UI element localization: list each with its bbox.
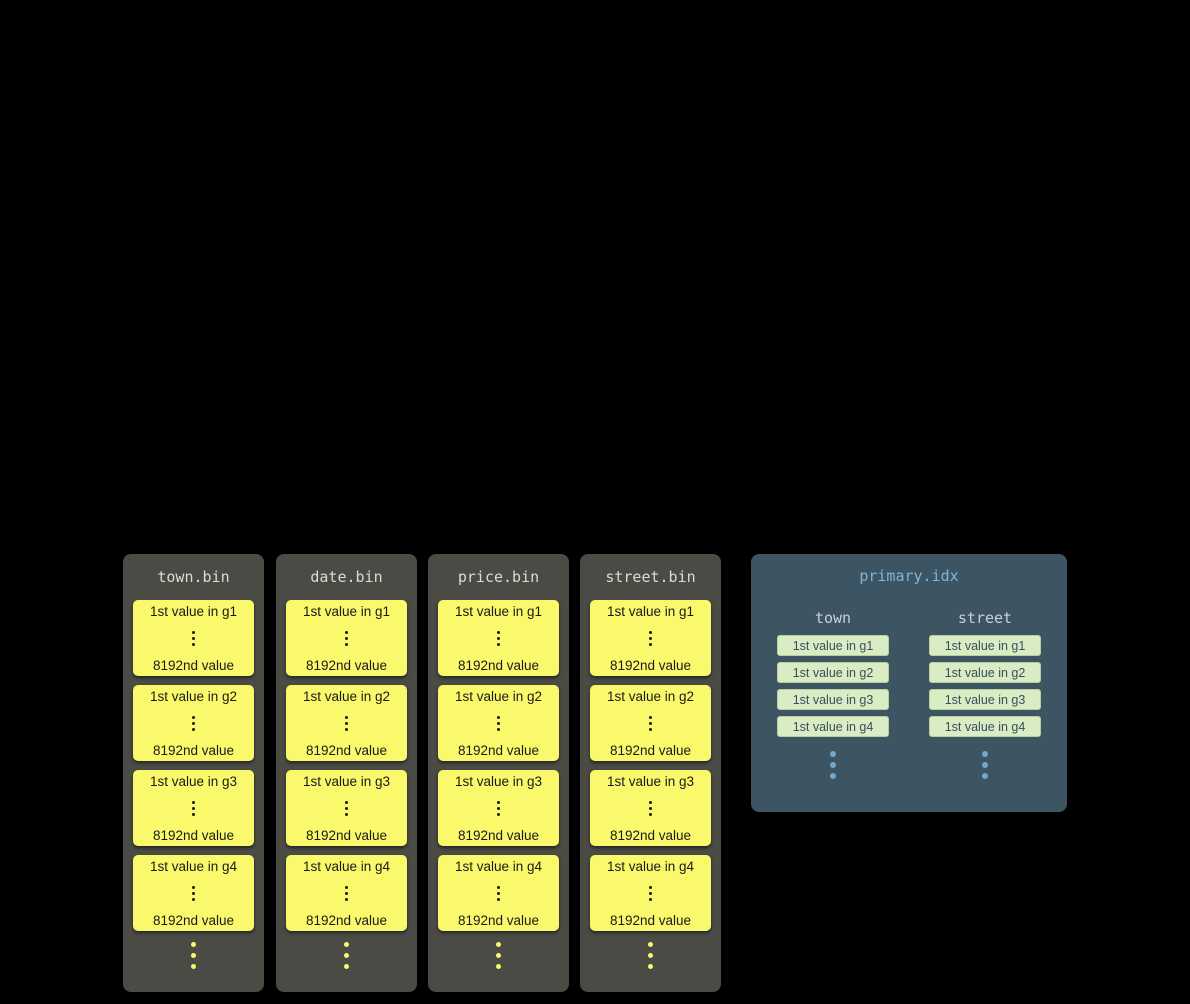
granule-first-value: 1st value in g3 bbox=[302, 774, 391, 789]
index-entry: 1st value in g1 bbox=[777, 635, 889, 656]
granule-block: 1st value in g2 8192nd value bbox=[438, 685, 559, 761]
granule-block: 1st value in g2 8192nd value bbox=[590, 685, 711, 761]
granule-first-value: 1st value in g4 bbox=[149, 859, 238, 874]
bin-file-column-price: price.bin 1st value in g1 8192nd value 1… bbox=[428, 554, 569, 992]
index-entry: 1st value in g4 bbox=[777, 716, 889, 737]
granule-first-value: 1st value in g4 bbox=[302, 859, 391, 874]
granule-block: 1st value in g4 8192nd value bbox=[286, 855, 407, 931]
primary-index-column-street: street 1st value in g1 1st value in g2 1… bbox=[915, 585, 1055, 779]
granule-ellipsis-icon bbox=[192, 631, 195, 646]
index-entry: 1st value in g1 bbox=[929, 635, 1041, 656]
granule-first-value: 1st value in g2 bbox=[149, 689, 238, 704]
granule-block: 1st value in g2 8192nd value bbox=[133, 685, 254, 761]
granule-stack: 1st value in g1 8192nd value 1st value i… bbox=[580, 600, 721, 931]
granule-ellipsis-icon bbox=[649, 886, 652, 901]
primary-index-box: primary.idx town 1st value in g1 1st val… bbox=[751, 554, 1067, 812]
granule-first-value: 1st value in g3 bbox=[454, 774, 543, 789]
granule-last-value: 8192nd value bbox=[457, 658, 540, 673]
granule-ellipsis-icon bbox=[192, 886, 195, 901]
granule-block: 1st value in g4 8192nd value bbox=[438, 855, 559, 931]
index-entry: 1st value in g2 bbox=[929, 662, 1041, 683]
granule-last-value: 8192nd value bbox=[609, 658, 692, 673]
granule-block: 1st value in g1 8192nd value bbox=[590, 600, 711, 676]
granule-block: 1st value in g4 8192nd value bbox=[133, 855, 254, 931]
primary-index-column-town: town 1st value in g1 1st value in g2 1st… bbox=[763, 585, 903, 779]
index-column-header: street bbox=[957, 609, 1013, 627]
granule-last-value: 8192nd value bbox=[609, 743, 692, 758]
granule-last-value: 8192nd value bbox=[609, 913, 692, 928]
granule-stack: 1st value in g1 8192nd value 1st value i… bbox=[276, 600, 417, 931]
granule-ellipsis-icon bbox=[345, 801, 348, 816]
granule-first-value: 1st value in g2 bbox=[302, 689, 391, 704]
index-column-header: town bbox=[814, 609, 852, 627]
primary-index-columns: town 1st value in g1 1st value in g2 1st… bbox=[751, 585, 1067, 779]
granule-ellipsis-icon bbox=[345, 716, 348, 731]
granule-last-value: 8192nd value bbox=[152, 828, 235, 843]
granule-ellipsis-icon bbox=[649, 801, 652, 816]
granule-first-value: 1st value in g3 bbox=[606, 774, 695, 789]
granule-ellipsis-icon bbox=[345, 886, 348, 901]
more-entries-ellipsis-icon bbox=[830, 751, 836, 779]
granule-last-value: 8192nd value bbox=[457, 828, 540, 843]
granule-first-value: 1st value in g1 bbox=[302, 604, 391, 619]
granule-ellipsis-icon bbox=[345, 631, 348, 646]
granule-first-value: 1st value in g1 bbox=[149, 604, 238, 619]
bin-file-name: street.bin bbox=[605, 568, 696, 586]
granule-ellipsis-icon bbox=[497, 716, 500, 731]
granule-block: 1st value in g1 8192nd value bbox=[133, 600, 254, 676]
bin-file-column-town: town.bin 1st value in g1 8192nd value 1s… bbox=[123, 554, 264, 992]
bin-file-name: price.bin bbox=[457, 568, 540, 586]
granule-first-value: 1st value in g4 bbox=[606, 859, 695, 874]
granule-last-value: 8192nd value bbox=[305, 913, 388, 928]
index-entry: 1st value in g4 bbox=[929, 716, 1041, 737]
granule-first-value: 1st value in g3 bbox=[149, 774, 238, 789]
bin-file-name: town.bin bbox=[157, 568, 230, 586]
granule-last-value: 8192nd value bbox=[152, 658, 235, 673]
more-entries-ellipsis-icon bbox=[982, 751, 988, 779]
granule-ellipsis-icon bbox=[649, 631, 652, 646]
granule-block: 1st value in g1 8192nd value bbox=[286, 600, 407, 676]
granule-first-value: 1st value in g1 bbox=[606, 604, 695, 619]
granule-block: 1st value in g2 8192nd value bbox=[286, 685, 407, 761]
bin-file-column-date: date.bin 1st value in g1 8192nd value 1s… bbox=[276, 554, 417, 992]
granule-last-value: 8192nd value bbox=[305, 828, 388, 843]
granule-last-value: 8192nd value bbox=[305, 743, 388, 758]
granule-stack: 1st value in g1 8192nd value 1st value i… bbox=[123, 600, 264, 931]
granule-first-value: 1st value in g4 bbox=[454, 859, 543, 874]
granule-block: 1st value in g1 8192nd value bbox=[438, 600, 559, 676]
granule-ellipsis-icon bbox=[497, 801, 500, 816]
bin-file-column-street: street.bin 1st value in g1 8192nd value … bbox=[580, 554, 721, 992]
granule-ellipsis-icon bbox=[192, 801, 195, 816]
granule-ellipsis-icon bbox=[192, 716, 195, 731]
granule-first-value: 1st value in g2 bbox=[454, 689, 543, 704]
more-granules-ellipsis-icon bbox=[123, 942, 264, 969]
bin-file-name: date.bin bbox=[310, 568, 383, 586]
granule-block: 1st value in g4 8192nd value bbox=[590, 855, 711, 931]
granule-block: 1st value in g3 8192nd value bbox=[133, 770, 254, 846]
more-granules-ellipsis-icon bbox=[428, 942, 569, 969]
granule-last-value: 8192nd value bbox=[609, 828, 692, 843]
primary-index-title: primary.idx bbox=[859, 567, 959, 585]
granule-ellipsis-icon bbox=[497, 631, 500, 646]
granule-last-value: 8192nd value bbox=[305, 658, 388, 673]
granule-last-value: 8192nd value bbox=[457, 913, 540, 928]
granule-stack: 1st value in g1 8192nd value 1st value i… bbox=[428, 600, 569, 931]
granule-last-value: 8192nd value bbox=[457, 743, 540, 758]
more-granules-ellipsis-icon bbox=[276, 942, 417, 969]
index-entry: 1st value in g2 bbox=[777, 662, 889, 683]
granule-block: 1st value in g3 8192nd value bbox=[590, 770, 711, 846]
granule-last-value: 8192nd value bbox=[152, 743, 235, 758]
granule-block: 1st value in g3 8192nd value bbox=[438, 770, 559, 846]
granule-block: 1st value in g3 8192nd value bbox=[286, 770, 407, 846]
granule-ellipsis-icon bbox=[649, 716, 652, 731]
granule-last-value: 8192nd value bbox=[152, 913, 235, 928]
granule-ellipsis-icon bbox=[497, 886, 500, 901]
granule-first-value: 1st value in g2 bbox=[606, 689, 695, 704]
more-granules-ellipsis-icon bbox=[580, 942, 721, 969]
index-entry: 1st value in g3 bbox=[929, 689, 1041, 710]
index-entry: 1st value in g3 bbox=[777, 689, 889, 710]
granule-first-value: 1st value in g1 bbox=[454, 604, 543, 619]
